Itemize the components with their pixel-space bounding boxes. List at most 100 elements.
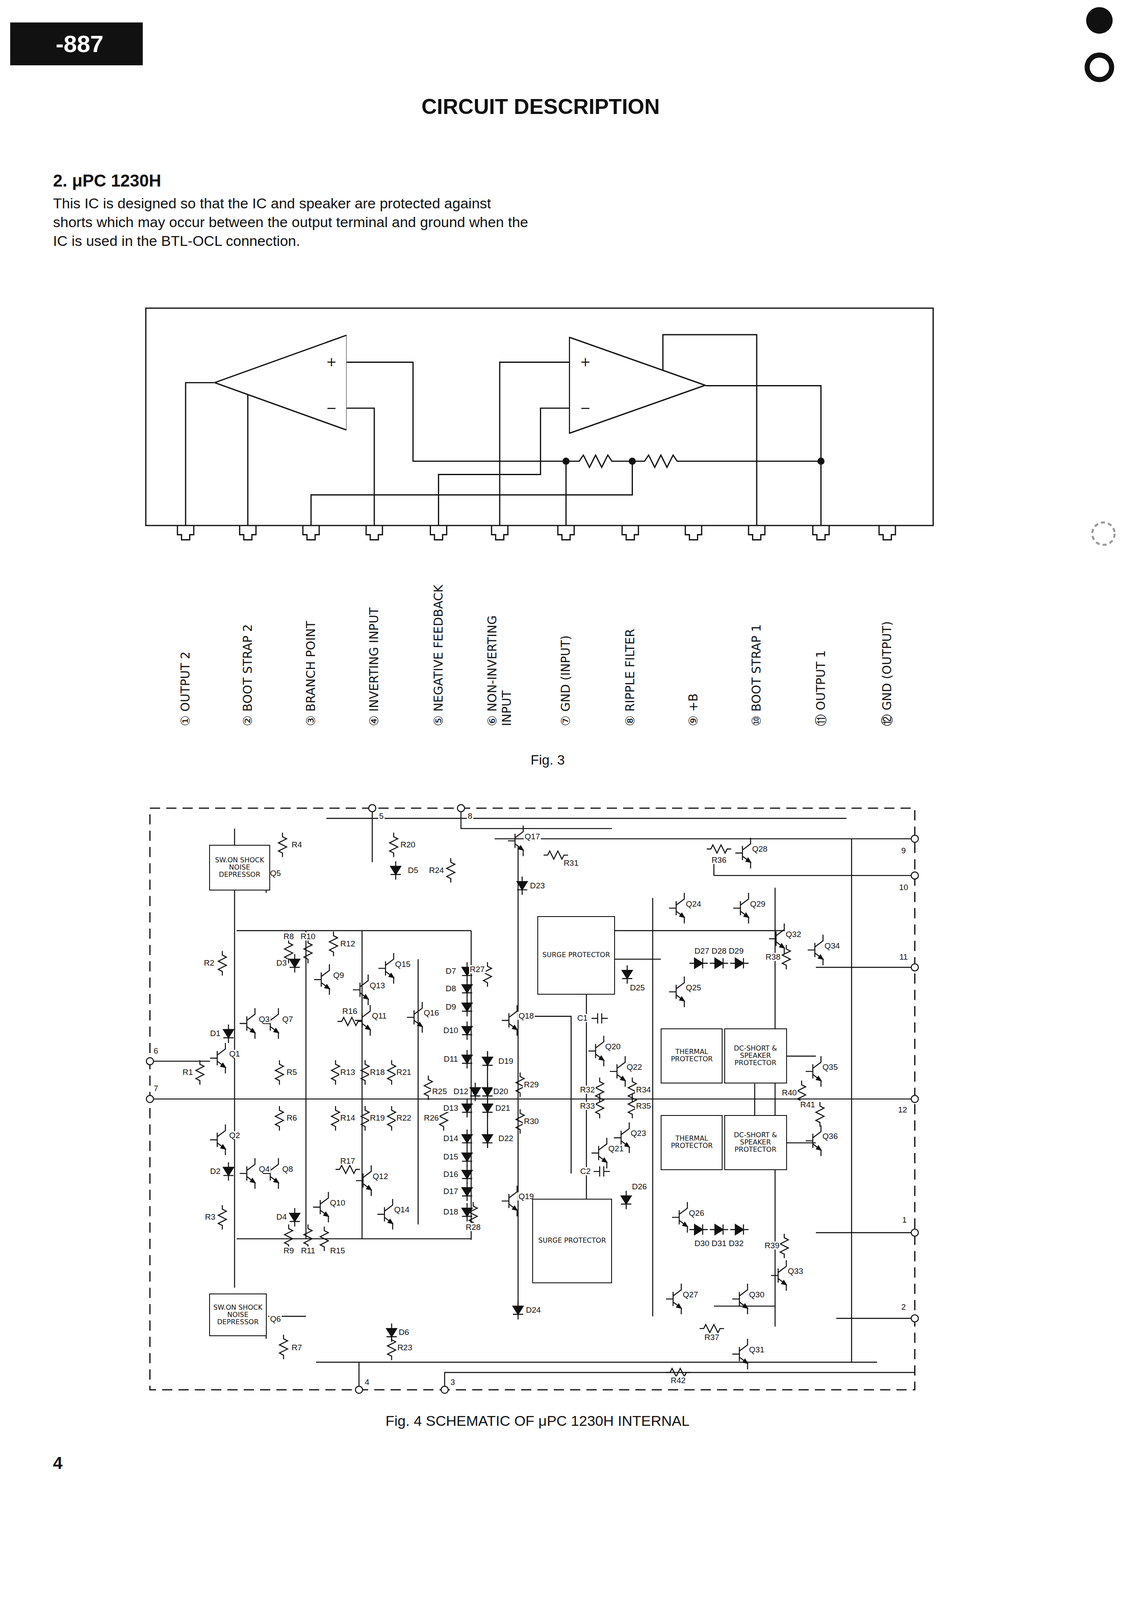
part-name: Q9: [332, 970, 345, 980]
junction-dot: [562, 457, 570, 465]
transistor-symbol: [406, 1001, 423, 1033]
part-name: Q11: [370, 1011, 388, 1020]
resistor-symbol: [329, 931, 338, 956]
part-name: Q3: [257, 1014, 271, 1024]
part-name: D24: [524, 1305, 542, 1314]
pin-symbol: [366, 525, 383, 540]
part-name: D22: [497, 1133, 515, 1143]
wire: [185, 334, 822, 526]
resistor-symbol: [218, 1204, 227, 1230]
part-name: D10: [442, 1026, 460, 1035]
part-name: Q32: [784, 929, 802, 939]
pin-name: ① OUTPUT 2: [178, 651, 193, 727]
part-name: D2: [209, 1166, 222, 1175]
part-name: Q23: [629, 1128, 648, 1137]
input-sign: −: [580, 401, 591, 415]
resistor-symbol: [387, 1105, 396, 1131]
pin-name: ⑧ RIPPLE FILTER: [623, 628, 638, 726]
diode-symbol: [470, 1082, 481, 1101]
junction-dot: [628, 457, 636, 465]
figure-label: Fig. 3: [530, 752, 565, 768]
transistor-symbol: [501, 1185, 518, 1217]
transistor-symbol: [501, 1004, 518, 1036]
punch-hole: [1092, 522, 1115, 546]
pin-number: 8: [466, 811, 474, 820]
part-name: Q15: [394, 959, 412, 968]
part-name: D18: [442, 1207, 460, 1216]
part-name: R32: [579, 1085, 596, 1094]
diode-symbol: [461, 1098, 473, 1117]
part-name: Q24: [685, 899, 703, 908]
transistor-symbol: [732, 1338, 748, 1370]
diode-symbol: [482, 1051, 493, 1070]
box-text: THERMAL PROTECTOR: [663, 1134, 720, 1150]
pin-terminal: [440, 1385, 449, 1394]
transistor-symbol: [263, 1157, 279, 1189]
box-text: SW.ON SHOCK NOISE DEPRESSOR: [211, 856, 268, 878]
part-name: D13: [442, 1103, 460, 1112]
part-name: R1: [181, 1067, 194, 1076]
transistor-symbol: [588, 1035, 604, 1067]
transistor-symbol: [733, 892, 749, 924]
diode-symbol: [482, 1098, 493, 1117]
opamp-triangle: +−: [214, 334, 347, 431]
part-name: R29: [522, 1080, 540, 1089]
resistor-symbol: [780, 1233, 789, 1258]
protector-box: THERMAL PROTECTOR: [660, 1028, 723, 1084]
part-name: Q25: [685, 983, 703, 992]
resistor-symbol: [331, 1105, 340, 1131]
diode-symbol: [482, 1129, 493, 1148]
transistor-symbol: [769, 923, 785, 954]
capacitor-symbol: [591, 1013, 608, 1024]
part-name: R3: [204, 1212, 216, 1221]
protector-box: DC-SHORT & SPEAKER PROTECTOR: [724, 1114, 788, 1170]
protector-box: SW.ON SHOCK NOISE DEPRESSOR: [209, 1293, 267, 1336]
part-name: R21: [395, 1067, 413, 1076]
resistor-symbol: [361, 1060, 370, 1085]
part-name: Q2: [228, 1131, 241, 1140]
resistor-symbol: [284, 1224, 293, 1249]
resistor-symbol: [389, 832, 398, 857]
protector-box: SURGE PROTECTOR: [532, 1198, 612, 1283]
pin-name: ⑨ +B: [686, 693, 701, 727]
box-text: SW.ON SHOCK NOISE DEPRESSOR: [211, 1303, 265, 1326]
diode-symbol: [730, 957, 749, 968]
ic-outline: [145, 308, 934, 526]
opamp-outline: [214, 334, 347, 431]
part-name: D26: [631, 1182, 648, 1191]
part-name: Q31: [748, 1345, 766, 1354]
pin-terminal: [911, 1314, 919, 1322]
diode-symbol: [223, 1162, 234, 1181]
resistor-symbol: [446, 857, 455, 883]
ic-boundary: [149, 807, 915, 1390]
pin-number: 11: [898, 952, 909, 961]
resistor-symbol: [387, 1060, 396, 1085]
pin-symbol: [177, 525, 194, 540]
diode-symbol: [709, 1224, 729, 1235]
transistor-symbol: [805, 1055, 822, 1087]
pin-symbol: [685, 525, 702, 540]
pin-terminal: [457, 804, 465, 812]
box-text: THERMAL PROTECTOR: [663, 1048, 720, 1063]
transistor-symbol: [239, 1157, 256, 1189]
part-name: D5: [407, 865, 420, 875]
transistor-symbol: [507, 825, 524, 857]
pin-name: ⑫ GND (OUTPUT): [880, 620, 895, 726]
pin-terminal: [355, 1385, 363, 1394]
part-name: D4: [275, 1212, 288, 1221]
diode-symbol: [689, 957, 708, 968]
part-name: R22: [395, 1113, 413, 1122]
pin-symbol: [557, 525, 575, 540]
part-name: R41: [799, 1100, 817, 1109]
pin-symbol: [812, 525, 829, 540]
part-name: Q7: [281, 1014, 294, 1024]
diode-symbol: [386, 1323, 397, 1342]
part-name: R25: [431, 1087, 448, 1096]
diode-symbol: [461, 1202, 473, 1222]
part-name: Q18: [517, 1011, 535, 1020]
resistor-symbol: [782, 944, 791, 969]
part-name: R4: [290, 840, 303, 849]
resistor-symbol: [279, 1334, 288, 1359]
part-name: R11: [300, 1246, 316, 1255]
resistor-symbol: [816, 1101, 825, 1127]
